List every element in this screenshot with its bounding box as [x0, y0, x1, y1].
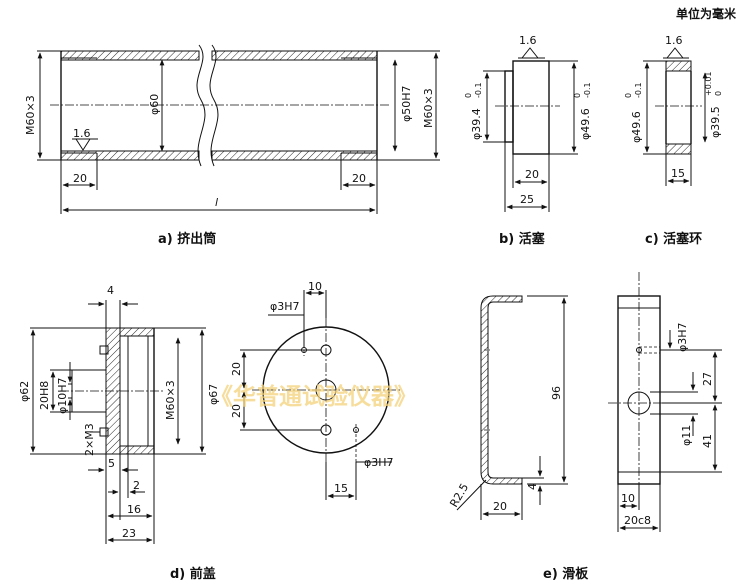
a-thread-left-label: M60×3 — [24, 95, 37, 135]
d-fifteen-label: 15 — [334, 482, 348, 495]
a-fit-label: φ50H7 — [400, 85, 413, 122]
d-twentythree-label: 23 — [122, 527, 136, 540]
watermark: 《华普通试验仪器》 — [210, 383, 417, 410]
d-thread-label: M60×3 — [164, 380, 177, 420]
a-bore-label: φ60 — [148, 94, 161, 115]
c-douter-label: φ49.6 — [630, 111, 643, 143]
e-fit20-label: 20c8 — [624, 514, 651, 527]
d-pin-bottom-label: φ3H7 — [364, 456, 394, 469]
a-length-label: l — [215, 196, 218, 209]
b-dsmall-tol-up: 0 — [464, 93, 473, 98]
e-caption: e) 滑板 — [543, 566, 589, 582]
d-d10-label: φ10H7 — [56, 377, 69, 414]
d-caption: d) 前盖 — [170, 566, 216, 582]
a-right-len-label: 20 — [352, 172, 366, 185]
c-dinner-label: φ39.5 — [709, 106, 722, 138]
drawing-d-front-cover-section: 4 φ62 20H8 φ10H7 2×M3 M60×3 φ67 — [18, 284, 220, 544]
unit-note: 单位为毫米 — [676, 6, 737, 21]
a-caption: a) 挤出筒 — [158, 231, 216, 247]
d-top-label: 4 — [107, 284, 114, 297]
d-ten-label: 10 — [308, 280, 322, 293]
b-caption: b) 活塞 — [499, 231, 546, 247]
b-roughness-label: 1.6 — [519, 34, 537, 47]
d-m3-label: 2×M3 — [83, 423, 96, 456]
b-dsmall-tol-low: -0.1 — [474, 82, 483, 98]
d-five-label: 5 — [108, 457, 115, 470]
e-four-label: 4 — [526, 483, 539, 490]
b-dlarge-label: φ49.6 — [579, 108, 592, 140]
d-v20a-label: 20 — [230, 362, 243, 376]
drawing-b-piston: 1.6 φ39.4 0 -0.1 φ49.6 0 -0.1 20 25 b) 活… — [464, 34, 592, 247]
e-v27-label: 27 — [701, 372, 714, 386]
c-douter-tol-up: 0 — [624, 93, 633, 98]
d-two-label: 2 — [133, 479, 140, 492]
d-h20-label: 20H8 — [38, 381, 51, 410]
b-dlarge-tol-low: -0.1 — [583, 82, 592, 98]
e-radius-label: R2.5 — [447, 481, 471, 509]
c-dinner-tol-up: +0.01 — [704, 71, 713, 96]
a-left-len-label: 20 — [73, 172, 87, 185]
a-thread-right-label: M60×3 — [422, 88, 435, 128]
e-v41-label: 41 — [701, 434, 714, 448]
d-d67-label: φ67 — [207, 384, 220, 405]
e-d11-label: φ11 — [680, 425, 693, 446]
c-caption: c) 活塞环 — [645, 231, 702, 247]
b-width-label: 20 — [525, 168, 539, 181]
d-sixteen-label: 16 — [127, 503, 141, 516]
c-roughness-label: 1.6 — [665, 34, 683, 47]
b-total-label: 25 — [520, 193, 534, 206]
e-width-label: 20 — [493, 500, 507, 513]
d-v20b-label: 20 — [230, 404, 243, 418]
drawing-e-slide-plate: 96 4 R2.5 20 φ3H7 27 41 φ11 — [447, 272, 722, 582]
d-d62-label: φ62 — [18, 381, 31, 402]
drawing-a-extrusion-tube: M60×3 φ60 φ50H7 M60×3 1.6 20 20 l a) 挤出筒 — [24, 44, 440, 247]
c-width-label: 15 — [671, 167, 685, 180]
drawing-c-piston-ring: 1.6 φ49.6 0 -0.1 φ39.5 +0.01 0 15 c) 活塞环 — [624, 34, 723, 247]
d-pin-top-label: φ3H7 — [270, 300, 300, 313]
c-douter-tol-low: -0.1 — [634, 82, 643, 98]
a-roughness-label: 1.6 — [73, 127, 91, 140]
b-dlarge-tol-up: 0 — [573, 93, 582, 98]
drawing-d-front-cover-view: 10 φ3H7 20 20 φ3H7 15 d) 前盖 — [170, 280, 400, 582]
e-ten-label: 10 — [621, 492, 635, 505]
b-dsmall-label: φ39.4 — [470, 108, 483, 140]
e-height-label: 96 — [550, 386, 563, 400]
e-pin-label: φ3H7 — [676, 322, 689, 352]
c-dinner-tol-low: 0 — [714, 91, 723, 96]
